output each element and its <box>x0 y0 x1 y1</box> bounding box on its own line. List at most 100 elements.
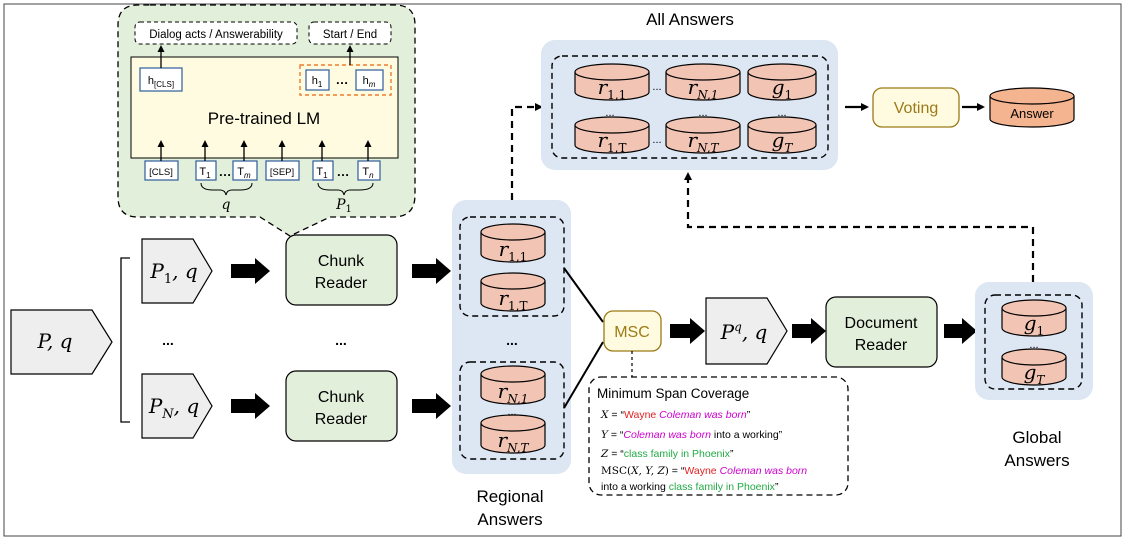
all-answers: All Answers r1,1 ... rN,1 g1 ... ... ...… <box>541 10 838 170</box>
t1p-base: T <box>316 166 323 178</box>
p1-brace <box>317 182 374 196</box>
svg-text:Tm: Tm <box>237 166 251 180</box>
cyl-all-rnt: rN,T <box>665 116 741 155</box>
voting-box <box>872 87 960 128</box>
answer-label: Answer <box>1010 106 1054 121</box>
rn1-sub: N,1 <box>506 392 528 406</box>
all-r1t-base: r <box>597 128 608 152</box>
rnt-sub: N,T <box>506 441 530 455</box>
pnq-shape <box>141 373 213 439</box>
chunk-reader-1-line2: Reader <box>315 275 368 292</box>
t1q-base: T <box>199 166 206 178</box>
tq-dots: … <box>219 164 232 179</box>
regional1-to-msc-line <box>563 267 604 323</box>
svg-text:X = “Wayne Coleman was born”: X = “Wayne Coleman was born” <box>600 409 751 421</box>
svg-text:g1: g1 <box>772 75 792 102</box>
global-answers: g1 ... gT Global Answers <box>975 282 1093 470</box>
tok-sep: [SEP] <box>270 167 294 178</box>
voting-label: Voting <box>894 100 938 117</box>
svg-text:rN,T: rN,T <box>687 128 719 155</box>
all-rn1-sub: N,1 <box>696 88 718 102</box>
msc-node: MSC <box>603 310 662 377</box>
msc-y-into: into a working <box>714 429 779 441</box>
msc-label: MSC <box>614 324 650 341</box>
all-r11-sub: 1,1 <box>607 88 626 102</box>
global-label-1: Global <box>1012 428 1061 447</box>
all-g1-sub: 1 <box>785 88 793 102</box>
msc-r-close: ” <box>775 481 779 493</box>
global-to-all-arrow <box>684 172 1035 282</box>
arrow-docreader-global <box>944 318 977 344</box>
svg-text:Tn: Tn <box>362 166 374 180</box>
msc-y-var: Y <box>601 429 609 441</box>
tok-t1-p-box <box>312 160 334 181</box>
tm-sub: m <box>244 171 251 180</box>
all-rn1-base: r <box>688 75 699 99</box>
regional-panel <box>452 200 571 474</box>
svg-text:r1,T: r1,T <box>597 128 626 155</box>
msc-x-close: ” <box>747 409 751 421</box>
answer-cylinder: Answer <box>989 87 1075 128</box>
arrow-reader1-regional <box>412 258 451 284</box>
msc-x-wayne: Wayne <box>624 409 656 421</box>
h-cls-base: h <box>148 75 154 87</box>
msc-r-coleman: Coleman was born <box>720 465 808 477</box>
svg-text:into a working class family in: into a working class family in Phoenix” <box>601 481 779 493</box>
all-rnt-base: r <box>687 128 698 152</box>
document-reader <box>825 296 938 368</box>
r1t-base: r <box>498 286 509 310</box>
start-end-box <box>308 21 392 45</box>
t1q-sub: 1 <box>206 171 211 180</box>
svg-text:hm: hm <box>363 75 376 89</box>
hm-sub: m <box>369 80 376 89</box>
all-r11-base: r <box>598 75 609 99</box>
hm-base: h <box>363 75 369 87</box>
all-answers-title: All Answers <box>646 10 734 29</box>
cyl-rn1: rN,1 <box>480 365 546 406</box>
cyl-all-rn1: rN,1 <box>665 63 741 102</box>
input-pq-shape <box>10 309 113 375</box>
svg-text:PN, q: PN, q <box>148 394 199 422</box>
regional-dots-n: ... <box>507 406 516 418</box>
cyl-r11: r1,1 <box>480 223 546 264</box>
gt-sub: T <box>1036 373 1045 387</box>
split-bracket <box>120 257 130 423</box>
h-cls-sub: [CLS] <box>154 80 174 89</box>
msc-close-paren: ) <box>665 465 669 477</box>
pq-sup: q <box>734 320 742 334</box>
msc-z-class: class family in Phoenix <box>624 448 731 460</box>
cyl-g1: g1 <box>1001 299 1067 338</box>
dialog-acts-box <box>134 21 298 45</box>
svg-text:T1: T1 <box>199 166 211 180</box>
svg-text:P1: P1 <box>335 197 352 215</box>
outer-frame <box>3 3 1122 537</box>
token-to-lm-arrows <box>157 140 372 161</box>
svg-text:P, q: P, q <box>37 329 73 353</box>
p1q-base: P <box>149 259 164 283</box>
msc-x-eq: = <box>608 409 620 421</box>
arrow-pq-docreader <box>792 318 826 344</box>
pnq-sub: N <box>161 407 174 422</box>
all-rnt-sub: N,T <box>696 141 720 155</box>
svg-text:r1,T: r1,T <box>498 286 527 313</box>
cyl-all-r11: r1,1 <box>574 63 650 102</box>
g1-sub: 1 <box>1037 324 1045 338</box>
cyl-gt: gT <box>1001 348 1067 387</box>
global-dots: ... <box>1029 339 1038 351</box>
global-label-2: Answers <box>1004 451 1069 470</box>
all-dots-row1: ... <box>652 81 661 93</box>
chunk-reader-n-line2: Reader <box>315 411 368 428</box>
regional-label-1: Regional <box>476 487 543 506</box>
tok-t1-q-box <box>195 160 217 181</box>
tp-dots: … <box>337 164 350 179</box>
h1-box <box>305 69 330 91</box>
regional-answers: r1,1 ... r1,T ... rN,1 ... rN,T Regional… <box>452 200 571 529</box>
msc-y-eq: = <box>608 429 620 441</box>
p1-sub: 1 <box>346 204 352 215</box>
pq-block-shape <box>705 297 788 365</box>
msc-x-var: X <box>600 409 609 421</box>
reader-vdots: ... <box>335 332 347 348</box>
h1-base: h <box>312 75 318 87</box>
t1p-sub: 1 <box>323 171 328 180</box>
msc-r-open: “ <box>681 465 685 477</box>
